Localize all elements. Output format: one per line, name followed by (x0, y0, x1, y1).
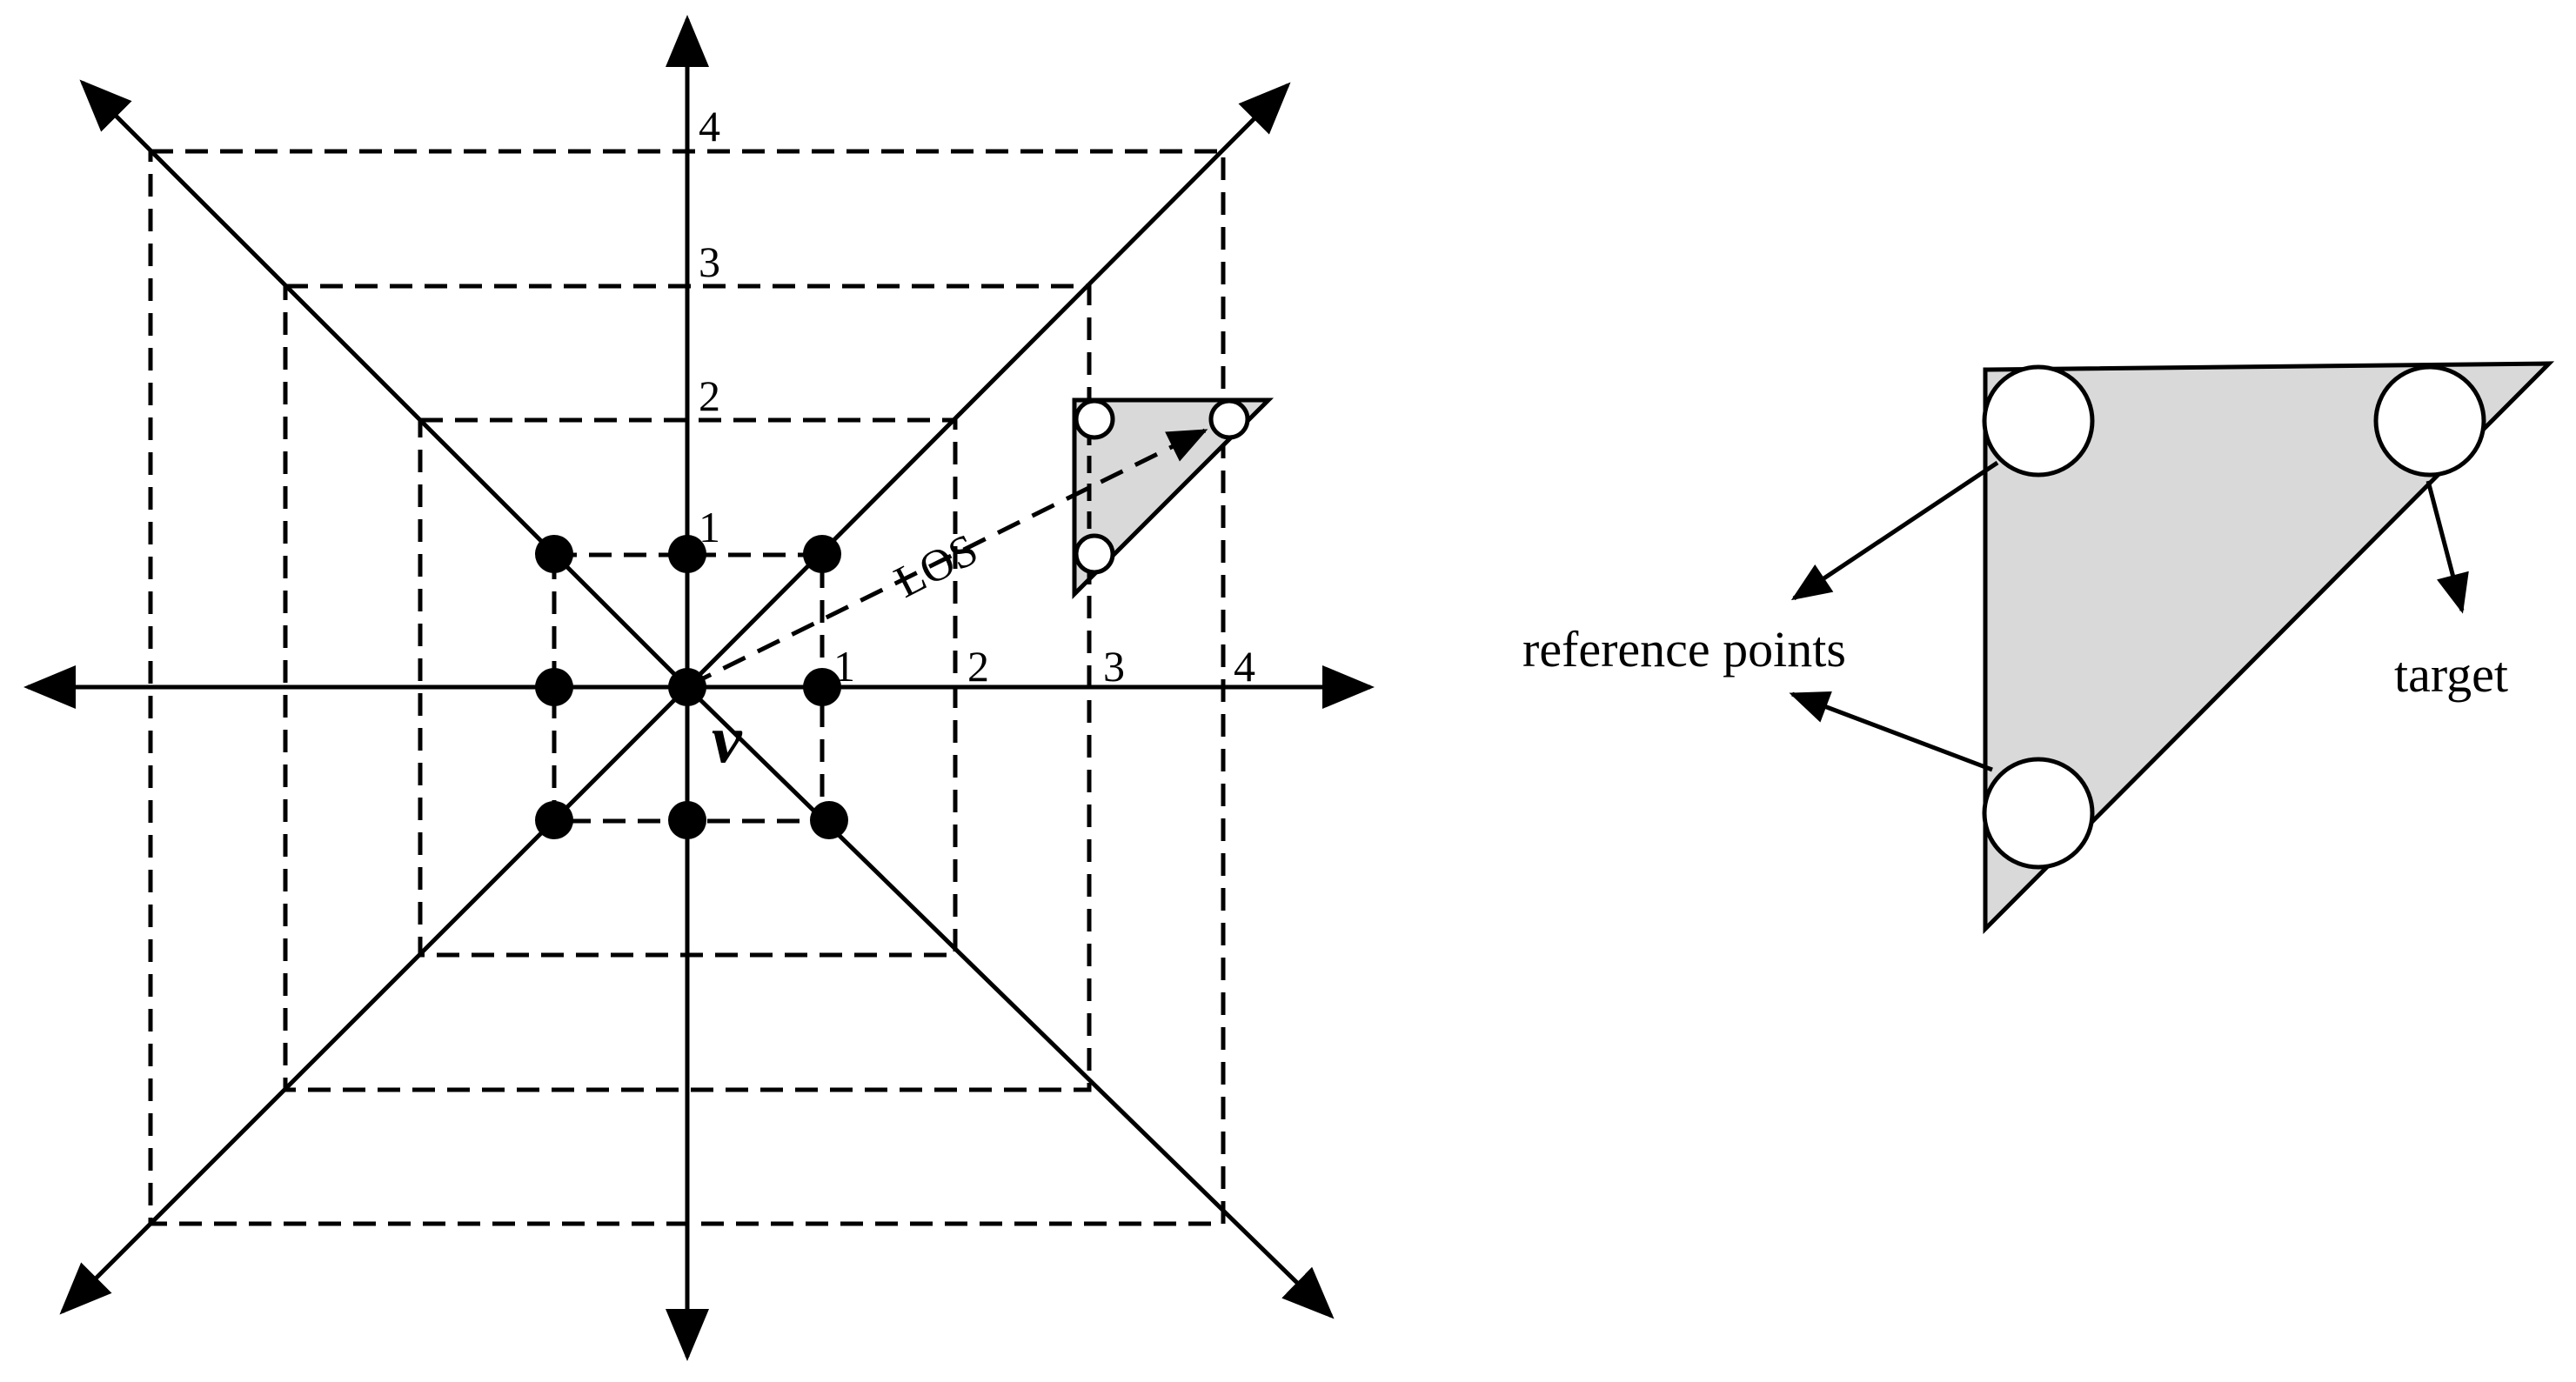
right-diagram: reference points target (1522, 361, 2555, 935)
ref-point-small-target (1208, 398, 1250, 440)
arrow-ref-bottom (1789, 691, 1993, 772)
pointer-arrows (1789, 460, 2469, 772)
grid-point-sw (535, 801, 573, 839)
reference-points-label: reference points (1522, 621, 1846, 678)
ref-point-small-top (1074, 398, 1115, 440)
grid-point-e (803, 668, 841, 706)
large-reference-points (1982, 364, 2486, 870)
grid-point-nw (535, 535, 573, 573)
grid-point-n (668, 535, 706, 573)
vehicle-label: v (712, 701, 743, 777)
y-tick-2: 2 (699, 371, 720, 420)
los-label: LOS (887, 524, 986, 607)
target-large (1983, 361, 2555, 935)
diagonal-se (686, 685, 1335, 1319)
x-tick-4: 4 (1234, 642, 1255, 691)
grid-point-ne (803, 535, 841, 573)
los-line (687, 428, 1208, 688)
arrow-ref-top (1790, 460, 1999, 601)
x-tick-2: 2 (967, 642, 989, 691)
grid-points (535, 535, 848, 839)
grid-point-w (535, 668, 573, 706)
diagonal-ne (686, 82, 1291, 689)
arrow-target (2425, 480, 2469, 614)
diagonal-nw (79, 79, 689, 689)
y-tick-3: 3 (699, 237, 720, 286)
ref-point-large-bottom (1982, 757, 2095, 870)
target-label: target (2394, 646, 2508, 703)
y-tick-labels: 4 3 2 1 (699, 102, 720, 551)
ref-point-large-target (2373, 364, 2486, 477)
x-tick-3: 3 (1103, 642, 1125, 691)
grid-point-se (810, 801, 848, 839)
y-tick-4: 4 (699, 102, 720, 150)
grid-point-s (668, 801, 706, 839)
x-tick-labels: 1 2 3 4 (833, 642, 1255, 691)
ref-point-large-top (1982, 364, 2095, 477)
diagonal-sw (59, 685, 689, 1315)
left-diagram: 4 3 2 1 1 2 3 4 v (23, 15, 1375, 1361)
axes (23, 15, 1375, 1361)
small-reference-points (1074, 398, 1250, 575)
ref-point-small-bottom (1074, 533, 1115, 575)
grid-point-center (668, 668, 706, 706)
